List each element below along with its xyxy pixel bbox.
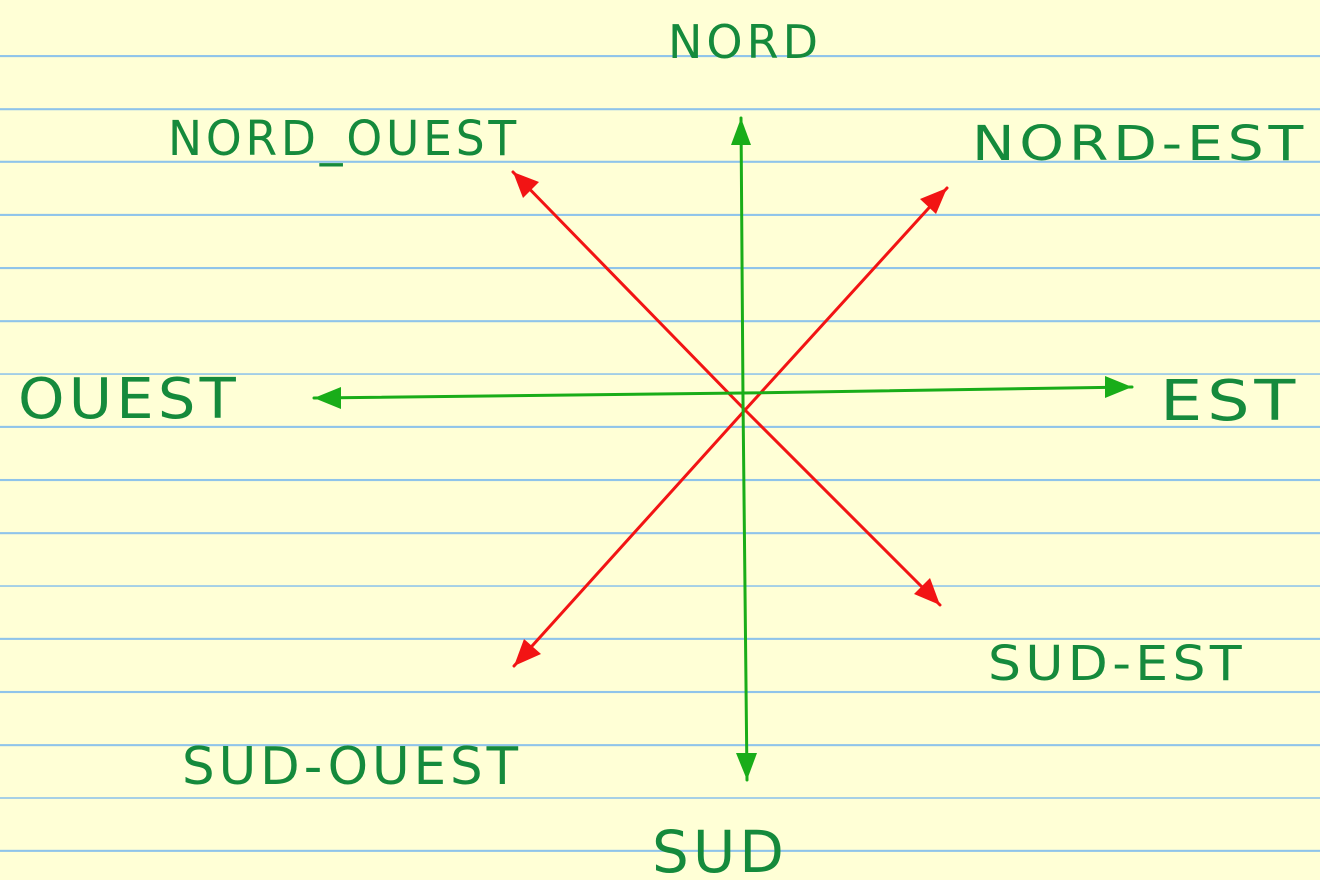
cardinal-arrows	[312, 116, 1134, 782]
arrow-est	[741, 385, 1134, 395]
arrow-sud-est-head	[914, 578, 940, 605]
arrow-nord-est-head	[920, 188, 947, 214]
arrow-nord-ouest-head	[513, 172, 539, 198]
arrow-sud-ouest-head	[514, 639, 541, 666]
arrow-nord-ouest	[511, 170, 747, 412]
label-nord-ouest: NORD_OUEST	[168, 111, 520, 167]
label-sud: SUD	[652, 818, 788, 880]
label-sud-est: SUD-EST	[988, 636, 1246, 692]
arrow-sud-ouest	[512, 408, 747, 668]
arrow-nord-head	[731, 118, 751, 145]
arrow-est-head	[1105, 376, 1132, 398]
label-sud-ouest: SUD-OUEST	[182, 737, 522, 797]
direction-labels: NORD NORD_OUEST NORD-EST OUEST EST SUD-E…	[18, 15, 1308, 880]
arrow-nord-est	[743, 186, 949, 412]
arrow-sud	[741, 398, 749, 782]
arrow-sud-est	[743, 408, 942, 607]
arrow-ouest-head	[314, 387, 341, 409]
arrow-ouest	[312, 391, 745, 400]
label-ouest: OUEST	[18, 367, 240, 432]
intercardinal-arrows	[511, 170, 949, 668]
label-nord: NORD	[668, 15, 822, 69]
label-nord-est: NORD-EST	[972, 116, 1308, 172]
arrow-sud-head	[736, 753, 757, 780]
label-est: EST	[1160, 369, 1300, 434]
arrow-nord	[739, 116, 745, 402]
